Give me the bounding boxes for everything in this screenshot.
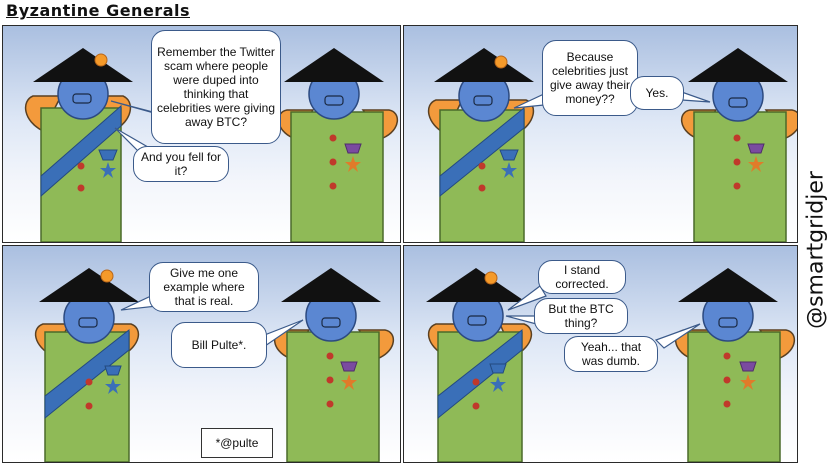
left-general-flower <box>94 53 108 67</box>
general-right <box>675 268 795 462</box>
general-right <box>274 268 394 462</box>
right-general-hat <box>281 268 381 302</box>
right-general-hat <box>284 48 384 82</box>
left-general-flower <box>100 269 114 283</box>
left-general-flower <box>494 55 508 69</box>
right-general-button <box>326 400 334 408</box>
left-general-star <box>100 162 116 178</box>
right-general-button <box>723 400 731 408</box>
panel-1: Remember the Twitter scam where people w… <box>2 25 401 243</box>
right-general-badge <box>344 143 362 154</box>
left-general-star <box>105 378 121 394</box>
left-general-button <box>478 162 486 170</box>
speech-bubble: I stand corrected. <box>538 260 626 294</box>
artist-credit-text: @smartgridjer <box>803 171 829 329</box>
left-general-hat <box>434 48 534 82</box>
left-general-mouth <box>78 317 98 328</box>
right-general-button <box>329 158 337 166</box>
speech-bubble: Give me one example where that is real. <box>149 262 259 312</box>
panel-3: Give me one example where that is real. … <box>2 245 401 463</box>
panel-4-figures <box>426 268 795 462</box>
right-general-hat <box>688 48 788 82</box>
right-general-star <box>345 156 361 172</box>
general-right <box>681 48 797 242</box>
left-general-button <box>85 378 93 386</box>
left-general-button <box>77 184 85 192</box>
left-general-badge <box>499 149 519 161</box>
right-general-hat <box>678 268 778 302</box>
right-general-body <box>687 331 781 462</box>
right-general-body <box>290 111 384 242</box>
general-left <box>426 268 533 462</box>
right-general-button <box>733 182 741 190</box>
speech-bubble: Because celebrities just give away their… <box>542 40 638 116</box>
left-general-button <box>472 378 480 386</box>
left-general-mouth <box>473 95 493 106</box>
general-left <box>427 48 535 242</box>
footnote: *@pulte <box>201 428 273 458</box>
left-general-flower <box>484 271 498 285</box>
speech-bubble: And you fell for it? <box>133 146 229 182</box>
panel-1-figures <box>24 48 398 242</box>
speech-bubble: Yeah... that was dumb. <box>564 336 658 372</box>
bubble-tail <box>654 323 701 349</box>
right-general-button <box>733 158 741 166</box>
left-general-hat <box>426 268 526 302</box>
panel-3-figures <box>34 268 394 462</box>
right-general-star <box>748 156 764 172</box>
left-general-sash <box>44 328 130 420</box>
right-general-badge <box>747 143 765 154</box>
right-general-body <box>286 331 380 462</box>
left-general-badge <box>104 365 122 376</box>
left-general-sash <box>437 328 523 420</box>
speech-bubble: But the BTC thing? <box>534 298 628 334</box>
left-general-sash <box>439 106 525 198</box>
right-general-button <box>329 182 337 190</box>
general-left <box>34 268 140 462</box>
artist-credit: @smartgridjer <box>796 150 836 350</box>
speech-bubble: Remember the Twitter scam where people w… <box>151 30 281 144</box>
right-general-button <box>733 134 741 142</box>
comic-title: Byzantine Generals <box>6 1 190 20</box>
left-general-button <box>77 162 85 170</box>
right-general-star <box>740 374 756 390</box>
right-general-button <box>723 352 731 360</box>
left-general-button <box>85 402 93 410</box>
left-general-mouth <box>467 315 487 326</box>
panel-2: Because celebrities just give away their… <box>403 25 798 243</box>
general-left <box>24 48 133 242</box>
panel-4: I stand corrected. But the BTC thing? Ye… <box>403 245 798 463</box>
left-general-badge <box>98 149 118 161</box>
left-general-star <box>490 376 506 392</box>
left-general-button <box>472 402 480 410</box>
left-general-sash <box>40 104 122 198</box>
speech-bubble: Bill Pulte*. <box>171 322 267 368</box>
right-general-badge <box>340 361 358 372</box>
left-general-badge <box>489 363 507 374</box>
speech-bubble: Yes. <box>630 76 684 110</box>
right-general-mouth <box>321 317 341 328</box>
right-general-star <box>341 374 357 390</box>
right-general-body <box>693 111 787 242</box>
general-right <box>278 48 398 242</box>
right-general-mouth <box>728 97 748 108</box>
left-general-hat <box>39 268 139 302</box>
left-general-hat <box>33 48 133 82</box>
left-general-mouth <box>72 93 92 104</box>
right-general-button <box>326 376 334 384</box>
right-general-badge <box>739 361 757 372</box>
panel-2-figures <box>427 48 797 242</box>
right-general-button <box>326 352 334 360</box>
left-general-button <box>478 184 486 192</box>
right-general-mouth <box>718 317 738 328</box>
right-general-button <box>723 376 731 384</box>
right-general-button <box>329 134 337 142</box>
left-general-star <box>501 162 517 178</box>
right-general-mouth <box>324 95 344 106</box>
